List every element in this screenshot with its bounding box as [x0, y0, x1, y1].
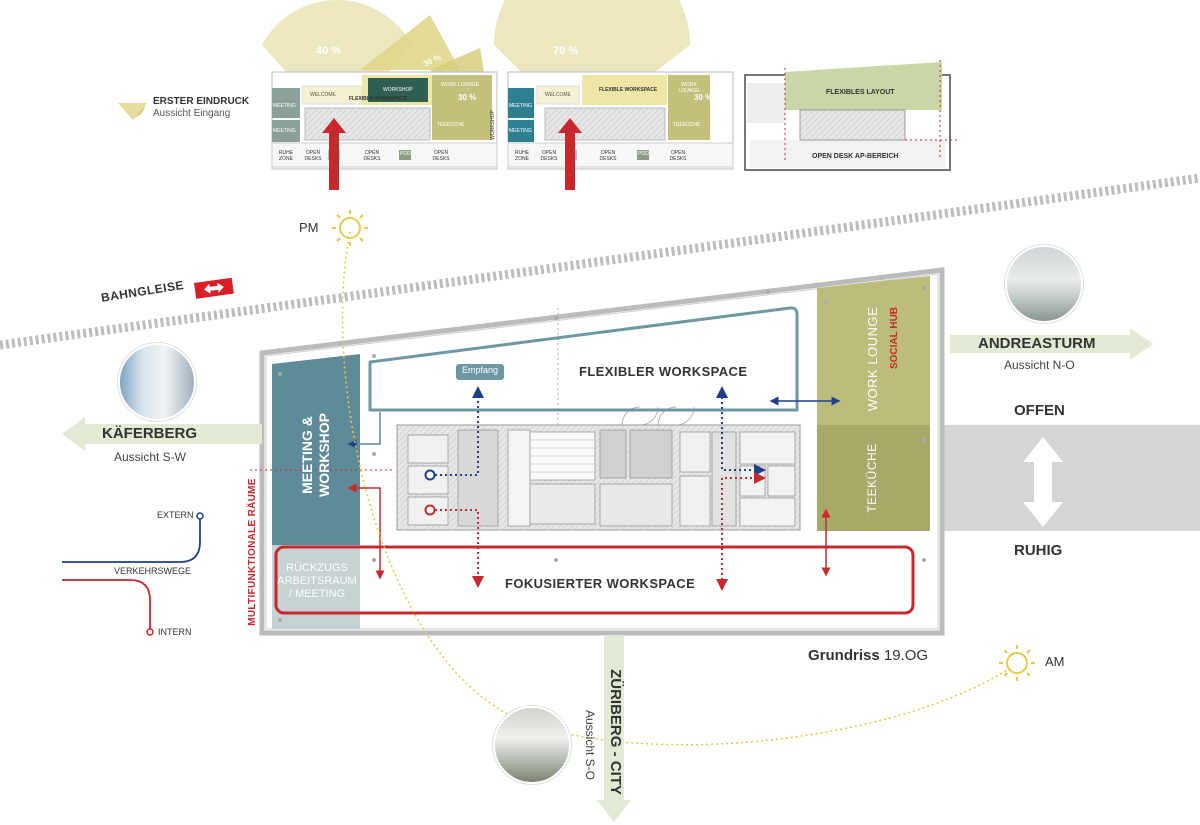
multifunktionale-label: MULTIFUNKTIONALE RÄUME	[247, 478, 258, 626]
legend-extern: EXTERN	[157, 510, 194, 520]
legend-intern: INTERN	[158, 627, 192, 637]
t2-open1: OPEN DESKS	[540, 150, 558, 162]
plan-title-text: Grundriss	[808, 647, 880, 664]
kaeferberg-label: KÄFERBERG	[102, 425, 198, 442]
rueckzug-line-2: ARBEITSRAUM	[277, 575, 357, 587]
sbb-logo	[194, 277, 234, 299]
fokusierter-workspace-label: FOKUSIERTER WORKSPACE	[505, 576, 696, 591]
zueriberg-sub: Aussicht S-O	[583, 709, 597, 781]
t3-open-desk: OPEN DESK AP-BEREICH	[812, 153, 899, 160]
t1-meeting-a: MEETING	[273, 103, 296, 109]
plan-title: Grundriss 19.OG	[808, 647, 928, 664]
t2-meeting-a: MEETING	[509, 103, 532, 109]
thumbnail-layout-a	[262, 0, 498, 190]
legend-subtitle: Aussicht Eingang	[153, 108, 231, 119]
t2-flex: FLEXIBLE WORKSPACE	[599, 87, 658, 93]
legend-title: ERSTER EINDRUCK	[153, 96, 250, 107]
building-core	[396, 406, 801, 531]
traffic-legend	[62, 512, 204, 636]
t2-welcome: WELCOME	[545, 92, 571, 98]
t2-work-lounge: WORK LOUNGE	[678, 82, 700, 94]
legend-verkehrswege: VERKEHRSWEGE	[114, 566, 192, 576]
work-lounge-label: WORK LOUNGE	[865, 306, 880, 412]
work-lounge-zone	[817, 276, 930, 425]
t1-open3: OPEN DESKS	[432, 150, 450, 162]
t2-teekueche: TEEKÜCHE	[673, 122, 701, 128]
rueckzug-line-1: RÜCKZUGS	[286, 562, 348, 574]
flexibler-workspace-label: FLEXIBLER WORKSPACE	[579, 364, 748, 379]
circulation-arrows	[347, 386, 841, 591]
railway-line	[0, 173, 1200, 350]
empfang-badge	[456, 364, 504, 380]
focused-workspace-outline	[274, 545, 915, 615]
rueckzug-line-3: / MEETING	[288, 588, 346, 600]
plan-floor-text: 19.OG	[883, 647, 929, 664]
zueriberg-photo	[493, 706, 571, 784]
t1-pod: POD	[400, 151, 411, 157]
column-markers	[278, 286, 926, 622]
sun-icon-pm	[332, 210, 368, 246]
teekueche-label: TEEKÜCHE	[865, 443, 879, 513]
kaeferberg-photo	[118, 343, 196, 421]
thumbnail-layout-b	[494, 0, 734, 190]
meeting-workshop-label: MEETING & WORKSHOP	[299, 413, 332, 497]
ruhig-label: RUHIG	[1014, 542, 1063, 559]
t3-flex-layout: FLEXIBLES LAYOUT	[826, 89, 895, 96]
t1-welcome: WELCOME	[310, 92, 336, 98]
view-cone-icon-2	[118, 103, 147, 120]
pct-main-a: 40 %	[316, 45, 342, 57]
pct-b-a: 30 %	[458, 93, 477, 102]
sun-icon-am	[999, 645, 1035, 681]
t2-pod: POD	[638, 151, 649, 157]
t2-meeting-b: MEETING	[509, 128, 532, 134]
kaeferberg-sub: Aussicht S-W	[114, 450, 187, 464]
t1-teekueche: TEEKÜCHE	[437, 122, 465, 128]
andreasturm-label: ANDREASTURM	[978, 335, 1096, 352]
t2-open2: OPEN DESKS	[599, 150, 617, 162]
t2-open3: OPEN DESKS	[669, 150, 687, 162]
t2-workshop-v: WORKSHOP	[489, 110, 496, 140]
t2-ruhe-zone: RUHE ZONE	[514, 150, 530, 162]
t1-work-lounge: WORK LOUNGE	[440, 82, 480, 88]
teekueche-zone	[817, 425, 930, 531]
pct-main-b: 70 %	[553, 45, 579, 57]
t1-open2: OPEN DESKS	[363, 150, 381, 162]
thumbnail-layout-c	[744, 60, 960, 171]
flexible-workspace-outline	[368, 306, 799, 412]
zueriberg-label: ZÜRIBERG - CITY	[607, 669, 624, 795]
t1-ruhe-zone: RUHE ZONE	[278, 150, 294, 162]
andreasturm-sub: Aussicht N-O	[1004, 358, 1075, 372]
t1-open1: OPEN DESKS	[304, 150, 322, 162]
pm-label: PM	[299, 220, 319, 235]
meeting-workshop-zone	[272, 354, 360, 545]
rueckzug-zone	[272, 545, 360, 629]
offen-ruhig-arrow	[1023, 437, 1063, 527]
t1-flex: FLEXIBLE WORKSPACE	[349, 96, 408, 102]
offen-label: OFFEN	[1014, 402, 1065, 419]
social-hub-label: SOCIAL HUB	[889, 306, 900, 370]
t1-meeting-b: MEETING	[273, 128, 296, 134]
view-arrow-andreasturm	[950, 328, 1153, 360]
t1-workshop: WORKSHOP	[383, 87, 413, 93]
rueckzug-label: RÜCKZUGS ARBEITSRAUM / MEETING	[276, 562, 358, 601]
pct-b-b: 30 %	[694, 93, 713, 102]
andreasturm-photo	[1005, 245, 1083, 323]
am-label: AM	[1045, 654, 1065, 669]
view-arrow-zueriberg	[597, 635, 631, 822]
view-arrow-kaeferberg	[62, 417, 262, 451]
empfang-label: Empfang	[461, 365, 499, 375]
